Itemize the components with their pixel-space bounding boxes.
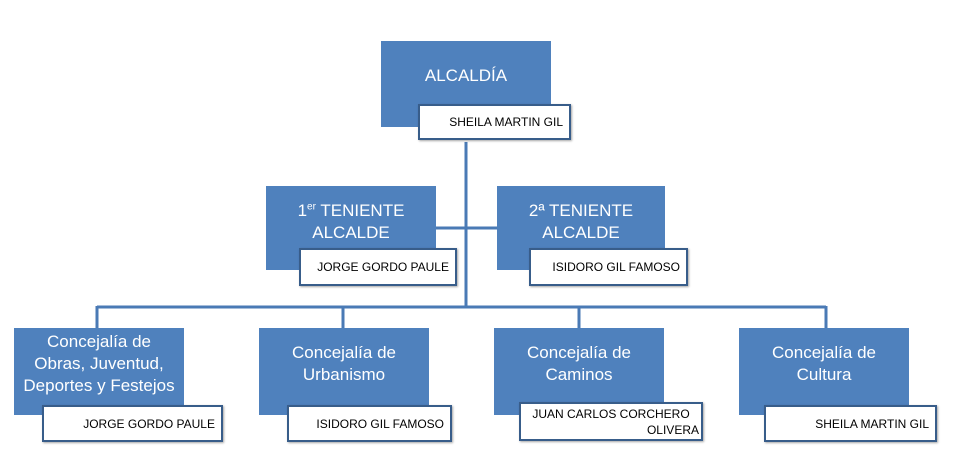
alcaldia-title: ALCALDÍA (424, 66, 508, 85)
concejalia-obras-line2: Obras, Juventud, (34, 354, 164, 373)
teniente1-title: 1er TENIENTE (297, 201, 405, 220)
concejalia-cultura-line2: Cultura (796, 365, 852, 384)
concejalia-cultura-box: Concejalía de Cultura (739, 328, 909, 415)
concejalia-obras-line3: Deportes y Festejos (23, 376, 175, 395)
teniente1-name-box: JORGE GORDO PAULE (299, 248, 457, 286)
concejalia-urbanismo-name: ISIDORO GIL FAMOSO (316, 416, 444, 431)
alcaldia-name-box: SHEILA MARTIN GIL (418, 104, 571, 140)
concejalia-urbanismo-name-box: ISIDORO GIL FAMOSO (287, 405, 452, 442)
concejalia-obras-name: JORGE GORDO PAULE (83, 416, 215, 431)
teniente2-name: ISIDORO GIL FAMOSO (552, 260, 680, 274)
concejalia-caminos-box: Concejalía de Caminos (494, 328, 664, 415)
concejalia-urbanismo-box: Concejalía de Urbanismo (259, 328, 429, 415)
teniente1-title2: ALCALDE (312, 223, 390, 242)
concejalia-obras-name-box: JORGE GORDO PAULE (42, 405, 223, 442)
concejalia-urbanismo-line1: Concejalía de (292, 343, 396, 362)
concejalia-caminos-name-box: JUAN CARLOS CORCHERO OLIVERA (519, 402, 703, 441)
teniente2-title2: ALCALDE (542, 223, 620, 242)
concejalia-cultura-name-box: SHEILA MARTIN GIL (764, 405, 937, 442)
concejalia-cultura-line1: Concejalía de (772, 343, 876, 362)
alcaldia-name: SHEILA MARTIN GIL (449, 115, 563, 129)
concejalia-caminos-name: JUAN CARLOS CORCHERO OLIVERA (532, 406, 699, 437)
concejalia-obras-line1: Concejalía de (47, 332, 151, 351)
concejalia-urbanismo-line2: Urbanismo (302, 365, 386, 384)
concejalia-cultura-name: SHEILA MARTIN GIL (815, 416, 929, 431)
teniente2-name-box: ISIDORO GIL FAMOSO (529, 248, 688, 286)
concejalia-obras-box: Concejalía de Obras, Juventud, Deportes … (14, 328, 184, 415)
teniente2-title: 2ª TENIENTE (528, 201, 634, 220)
concejalia-caminos-line2: Caminos (545, 365, 613, 384)
concejalia-caminos-line1: Concejalía de (527, 343, 631, 362)
teniente1-name: JORGE GORDO PAULE (317, 260, 449, 274)
